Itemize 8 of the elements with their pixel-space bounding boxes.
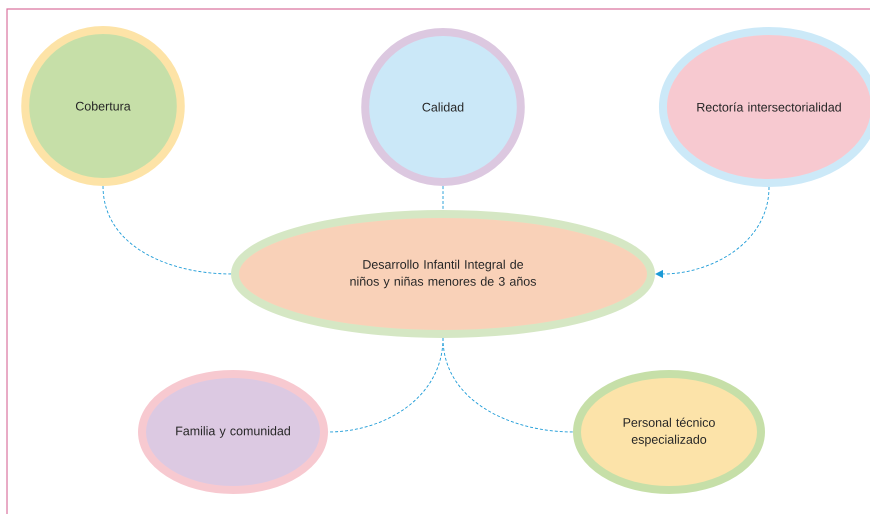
ellipse-node: Rectoría intersectorialidad [658,27,870,187]
ellipse-node: Personal técnico especializado [573,370,765,494]
circle-node: Calidad [361,28,525,186]
ellipse-node: Familia y comunidad [138,370,328,494]
circle-node: Cobertura [21,26,185,186]
connector [442,338,574,432]
connector [102,186,232,274]
connector [442,186,444,210]
